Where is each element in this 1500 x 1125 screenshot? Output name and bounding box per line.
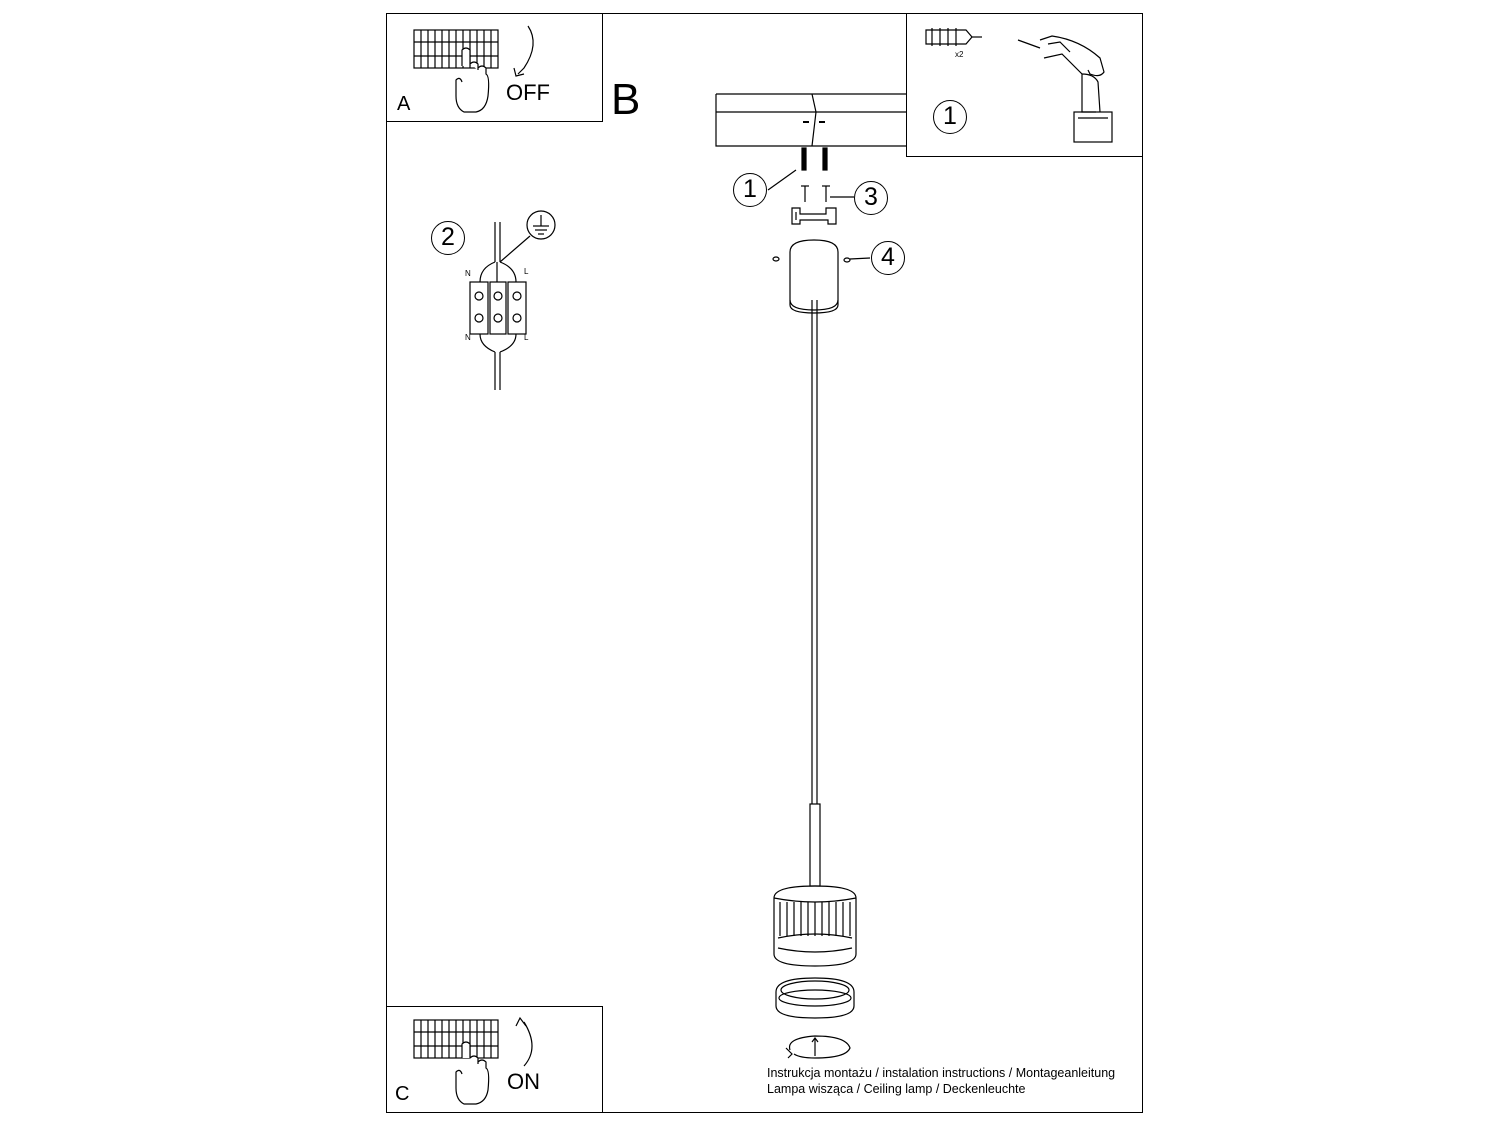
callout-3: 3 <box>854 181 888 215</box>
lamp-shade <box>773 885 857 967</box>
tools-panel: x2 1 <box>906 13 1143 157</box>
rotate-arrow-icon <box>785 1035 851 1059</box>
ceiling-slab <box>715 93 906 147</box>
caption-product: Lampa wisząca / Ceiling lamp / Deckenleu… <box>767 1082 1026 1096</box>
circuit-breaker-icon <box>413 29 499 69</box>
step-c-panel: C ON <box>386 1006 603 1113</box>
switch-arrow-icon <box>513 25 534 77</box>
callout-1: 1 <box>733 173 767 207</box>
hand-icon <box>455 47 490 113</box>
instruction-sheet-frame <box>386 13 1143 1113</box>
hand-icon <box>455 1041 490 1105</box>
step-a-label: A <box>397 93 411 115</box>
tools-callout: 1 <box>933 100 967 134</box>
switch-arrow-icon <box>515 1016 533 1067</box>
circuit-breaker-icon <box>413 1019 499 1059</box>
callout-4: 4 <box>871 241 905 275</box>
anchor-quantity: x2 <box>955 50 964 59</box>
screw-icon <box>801 185 830 202</box>
step-c-label: C <box>395 1083 410 1105</box>
live-bottom-label: L <box>524 333 529 342</box>
callout-2: 2 <box>431 221 465 255</box>
switch-on-text: ON <box>507 1069 540 1094</box>
neutral-top-label: N <box>465 269 471 278</box>
wall-plug-icon <box>801 147 828 171</box>
ceiling-canopy <box>772 239 851 314</box>
caption-instructions: Instrukcja montażu / instalation instruc… <box>767 1066 1116 1080</box>
wiring-diagram <box>469 222 531 390</box>
wall-plug-icon <box>925 28 982 46</box>
mounting-bracket <box>791 207 837 225</box>
neutral-bottom-label: N <box>465 333 471 342</box>
ground-icon <box>526 210 556 240</box>
light-source <box>775 977 855 1019</box>
switch-off-text: OFF <box>506 80 550 105</box>
live-top-label: L <box>524 267 529 276</box>
suspension-cable <box>809 300 821 887</box>
step-b-label: B <box>611 75 641 124</box>
drill-icon <box>1017 35 1113 143</box>
